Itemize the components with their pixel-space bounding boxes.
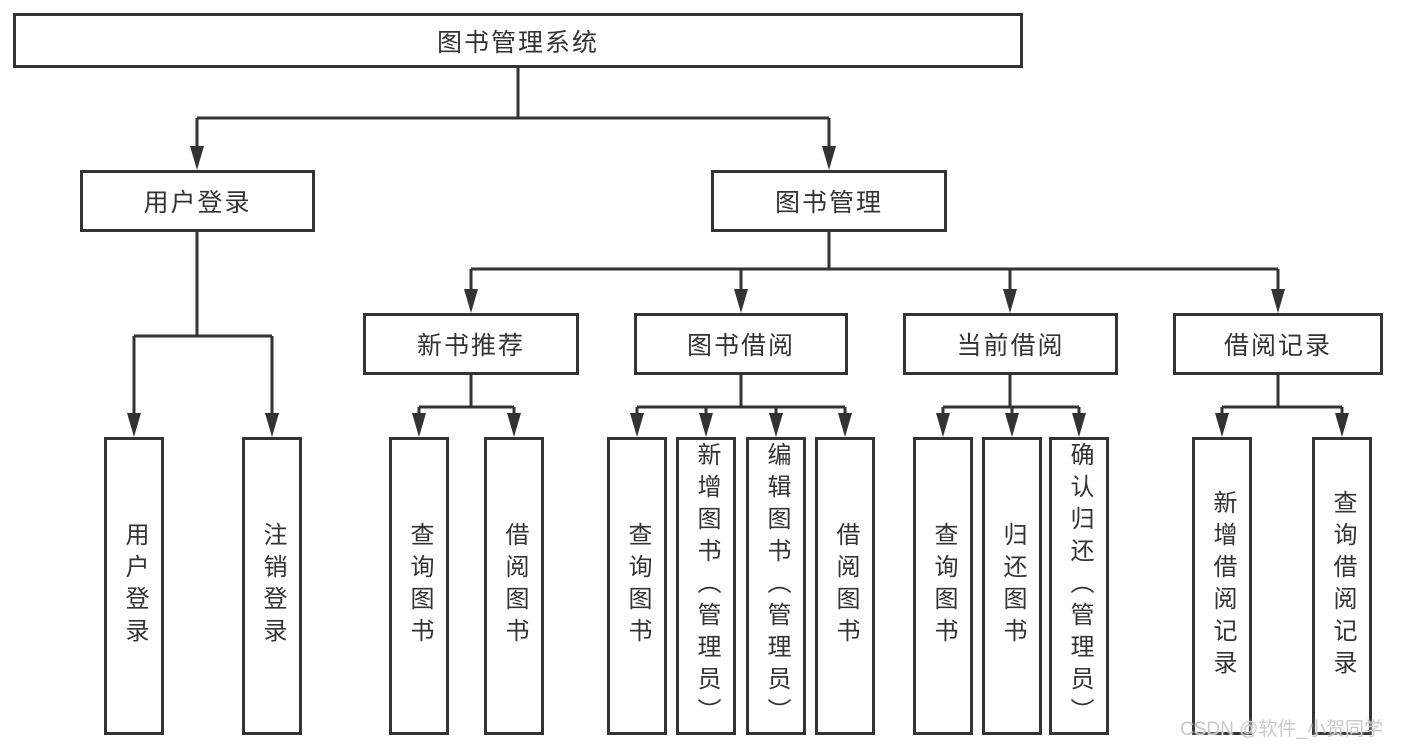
node-label: 注销登录 [259, 522, 286, 650]
node-label: 图书管理系统 [436, 28, 599, 57]
node-label: 图书管理 [774, 189, 883, 217]
node-label: 新书推荐 [416, 332, 525, 360]
node-label: 图书借阅 [686, 332, 795, 360]
csdn-watermark: CSDN @软件_小贺同学 [1180, 719, 1383, 740]
node-label: 确认归还（管理员） [1066, 442, 1093, 730]
node-label: 新增借阅记录 [1209, 490, 1236, 682]
arrowheads [127, 146, 1349, 437]
node-new-book-recommendation: 新书推荐 [363, 313, 579, 375]
node-library-management-system: 图书管理系统 [13, 13, 1023, 68]
node-user-login-branch: 用户登录 [80, 170, 315, 232]
node-label: 新增图书（管理员） [693, 442, 720, 730]
node-book-borrowing: 图书借阅 [634, 313, 848, 375]
node-label: 查询图书 [930, 522, 957, 650]
node-label: 用户登录 [143, 189, 252, 217]
node-current-borrowing: 当前借阅 [903, 313, 1118, 375]
node-query-books-current: 查询图书 [913, 437, 973, 735]
node-label: 借阅图书 [501, 522, 528, 650]
node-borrow-books-borrowing: 借阅图书 [815, 437, 875, 735]
node-add-borrow-record: 新增借阅记录 [1192, 437, 1252, 735]
node-logout: 注销登录 [242, 437, 302, 735]
node-borrowing-records: 借阅记录 [1173, 313, 1383, 375]
node-edit-book-admin: 编辑图书（管理员） [746, 437, 806, 735]
node-label: 编辑图书（管理员） [763, 442, 790, 730]
node-label: 用户登录 [121, 522, 148, 650]
node-label: 查询借阅记录 [1329, 490, 1356, 682]
node-label: 查询图书 [624, 522, 651, 650]
node-query-borrow-record: 查询借阅记录 [1312, 437, 1372, 735]
node-book-management-branch: 图书管理 [711, 170, 947, 232]
node-user-login: 用户登录 [104, 437, 164, 735]
node-add-book-admin: 新增图书（管理员） [676, 437, 736, 735]
node-return-books: 归还图书 [982, 437, 1042, 735]
node-borrow-books-recommend: 借阅图书 [484, 437, 544, 735]
node-label: 借阅图书 [832, 522, 859, 650]
node-label: 借阅记录 [1223, 332, 1332, 360]
node-query-books-recommend: 查询图书 [389, 437, 449, 735]
node-label: 归还图书 [999, 522, 1026, 650]
node-query-books-borrowing: 查询图书 [607, 437, 667, 735]
node-label: 当前借阅 [956, 332, 1065, 360]
node-confirm-return-admin: 确认归还（管理员） [1049, 437, 1109, 735]
node-label: 查询图书 [406, 522, 433, 650]
